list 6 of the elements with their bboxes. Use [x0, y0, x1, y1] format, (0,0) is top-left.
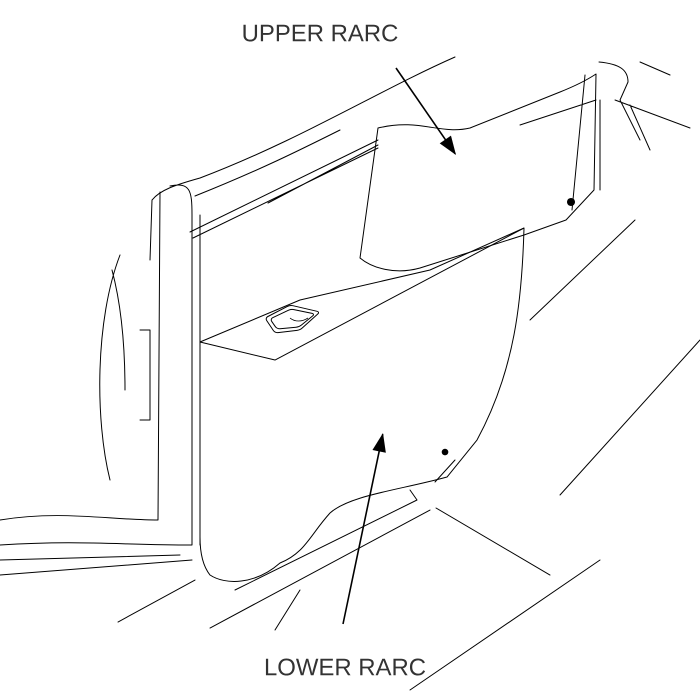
upper-panel	[360, 74, 596, 272]
lower-panel	[200, 228, 524, 582]
part-label: UPPER RARC	[243, 24, 398, 42]
leader-arrow	[395, 68, 456, 155]
leader-arrow	[342, 433, 386, 624]
part-label: LOWER RARC	[266, 658, 426, 676]
